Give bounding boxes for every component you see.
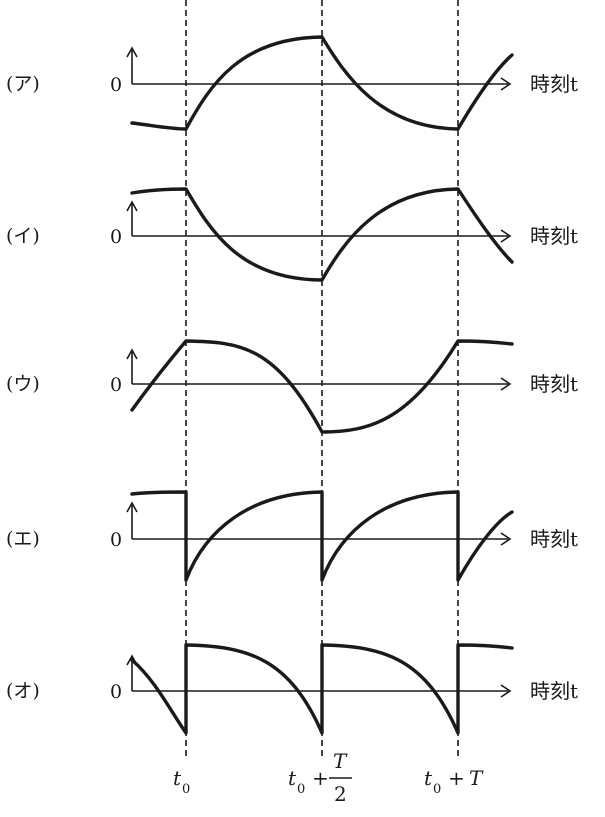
tick-T: T bbox=[469, 766, 484, 790]
axis-label: 時刻t bbox=[530, 679, 578, 703]
panel-label: (ア) bbox=[6, 73, 40, 95]
zero-label: 0 bbox=[110, 681, 122, 703]
time-axis-arrow bbox=[500, 684, 512, 698]
panel-e: (オ) 0 時刻t bbox=[6, 643, 578, 735]
tick-subscript: 0 bbox=[182, 782, 190, 797]
panel-label: (イ) bbox=[6, 225, 40, 247]
tick-t0-half: t 0 + T 2 bbox=[288, 749, 352, 806]
time-axis-arrow bbox=[500, 532, 512, 546]
tick-subscript: 0 bbox=[433, 782, 441, 797]
axis-label: 時刻t bbox=[530, 527, 578, 551]
value-axis-arrow bbox=[126, 501, 138, 513]
axis-label: 時刻t bbox=[530, 372, 578, 396]
time-axis-arrow bbox=[500, 377, 512, 391]
panel-a: (ア) 0 時刻t bbox=[6, 35, 578, 131]
tick-denominator: 2 bbox=[334, 782, 347, 806]
zero-label: 0 bbox=[110, 226, 122, 248]
waveform-curve bbox=[130, 339, 514, 434]
panel-c: (ウ) 0 時刻t bbox=[6, 339, 578, 434]
tick-base: t bbox=[288, 766, 297, 790]
panel-label: (エ) bbox=[6, 528, 40, 550]
tick-base: t bbox=[173, 766, 182, 790]
waveform-curve bbox=[130, 490, 514, 582]
tick-plus: + bbox=[448, 766, 465, 790]
value-axis-arrow bbox=[126, 200, 138, 212]
panel-d: (エ) 0 時刻t bbox=[6, 490, 578, 582]
axis-label: 時刻t bbox=[530, 224, 578, 248]
value-axis-arrow bbox=[126, 348, 138, 360]
panel-label: (ウ) bbox=[6, 373, 40, 395]
tick-base: t bbox=[424, 766, 433, 790]
zero-label: 0 bbox=[110, 374, 122, 396]
tick-plus: + bbox=[312, 766, 329, 790]
axis-label: 時刻t bbox=[530, 72, 578, 96]
value-axis-arrow bbox=[126, 46, 138, 58]
waveform-curve bbox=[130, 35, 514, 131]
waveform-curve bbox=[130, 643, 514, 735]
panel-label: (オ) bbox=[6, 680, 40, 702]
tick-numerator: T bbox=[333, 749, 348, 773]
waveform-curve bbox=[130, 187, 514, 282]
zero-label: 0 bbox=[110, 529, 122, 551]
time-axis-arrow bbox=[500, 229, 512, 243]
zero-label: 0 bbox=[110, 74, 122, 96]
tick-t0: t 0 bbox=[173, 766, 190, 797]
tick-t0-full: t 0 + T bbox=[424, 766, 484, 797]
time-axis-arrow bbox=[500, 77, 512, 91]
tick-subscript: 0 bbox=[297, 782, 305, 797]
panel-b: (イ) 0 時刻t bbox=[6, 187, 578, 282]
